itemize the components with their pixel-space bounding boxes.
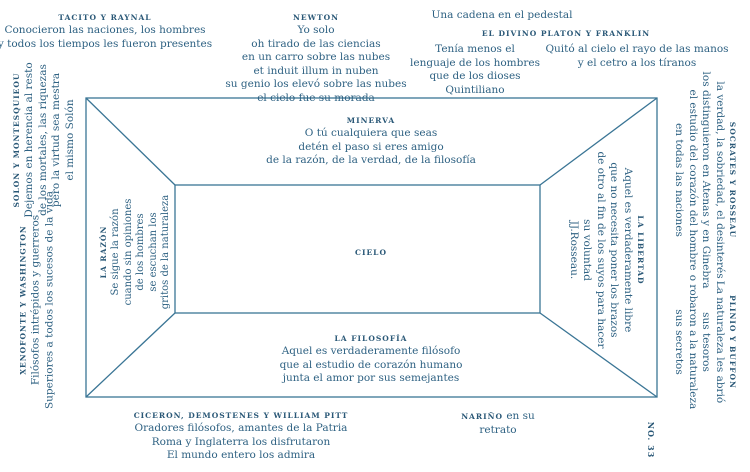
corner-line-br (539, 312, 658, 398)
tacito-block: TACITO Y RAYNAL Conocieron las naciones,… (0, 12, 212, 51)
cielo-label: CIELO (354, 248, 388, 257)
socrates-title: SOCRATES Y ROSSEAU (728, 121, 737, 239)
text-line: et induit illum in nuben (253, 64, 379, 77)
text-line: cuando sin opiniones (122, 198, 134, 306)
text-line: de otro al fin de los suyos para hacer (594, 151, 607, 349)
text-line: Filósofos intrépidos y guerreros (29, 214, 42, 386)
text-line: O tú cualquiera que seas (304, 127, 438, 139)
text-line: JJ.Rosseau. (567, 220, 580, 280)
text-line: en un carro sobre las nubes (241, 51, 391, 63)
plinio-block: PLINIO Y BUFFON La naturaleza les abrió … (672, 275, 738, 410)
text-line: El mundo entero los admira (166, 449, 316, 461)
text-line: de los hombres (134, 213, 146, 291)
text-line: el cielo fue su morada (257, 91, 375, 104)
text-line: Superiores a todos los sucesos de la vid… (43, 190, 55, 410)
text-line: detén el paso si eres amigo (298, 140, 444, 153)
text-line: el mismo Solón (63, 99, 76, 181)
text-line: su genio los elevó sobre las nubes (225, 78, 407, 90)
xenofonte-title: XENOFONTE Y WASHINGTON (18, 225, 28, 375)
text-line: junta el amor por sus semejantes (282, 372, 460, 384)
text-line: su voluntad (581, 219, 594, 281)
narino-block: NARIÑO en su retrato (461, 410, 535, 437)
razon-block: LA RAZÓN Se sigue la razón cuando sin op… (98, 195, 173, 310)
ciceron-title: CICERON, DEMOSTENES Y WILLIAM PITT (133, 411, 349, 420)
text-line: Conocieron las naciones, los hombres (4, 24, 206, 36)
page-number: NO. 33 (646, 421, 656, 459)
text-line: el estudio del corazón del hombre (687, 89, 699, 271)
text-line: Quintiliano (445, 83, 505, 96)
libertad-title: LA LIBERTAD (635, 215, 645, 285)
razon-title: LA RAZÓN (98, 225, 108, 279)
minerva-block: MINERVA O tú cualquiera que seas detén e… (266, 115, 476, 168)
platon-left-block: Tenía menos el lenguaje de los hombres q… (410, 43, 540, 97)
text-line: oh tirado de las ciencias (251, 37, 381, 50)
text-line: Se sigue la razón (109, 208, 121, 296)
tacito-title: TACITO Y RAYNAL (58, 13, 152, 22)
newton-block: NEWTON Yo solo oh tirado de las ciencias… (225, 12, 406, 105)
text-line: la verdad, la sobriedad, el desinterés (714, 81, 726, 279)
outer-frame (85, 97, 658, 398)
text-line: sus tesoros (700, 312, 713, 372)
corner-line-tr (539, 97, 658, 186)
plinio-title: PLINIO Y BUFFON (728, 295, 737, 389)
text-line: o robaron a la naturaleza (687, 274, 699, 410)
text-line: que de los dioses (429, 70, 521, 82)
text-line: que al estudio de corazón humano (279, 358, 463, 371)
text-line: Tenía menos el (435, 43, 515, 55)
narino-rest: en su (506, 410, 535, 422)
text-line: Oradores filósofos, amantes de la Patria (134, 422, 348, 434)
text-line: y el cetro a los tíranos (577, 56, 697, 69)
text-line: y todos los tiempos les fueron presentes (0, 37, 213, 50)
corner-line-bl (85, 312, 176, 398)
platon-title: EL DIVINO PLATON Y FRANKLIN (481, 29, 651, 38)
text-line: Quitó al cielo el rayo de las manos (545, 43, 729, 55)
text-line: que no necesita poner los brazos (608, 162, 621, 338)
text-line: lenguaje de los hombres (410, 56, 540, 69)
text-line: Roma y Inglaterra los disfrutaron (151, 435, 331, 448)
text-line: Yo solo (297, 24, 335, 36)
ciceron-block: CICERON, DEMOSTENES Y WILLIAM PITT Orado… (134, 410, 349, 463)
text-line: La naturaleza les abrió (714, 280, 726, 404)
socrates-block: SOCRATES Y ROSSEAU la verdad, la sobried… (672, 72, 738, 289)
newton-title: NEWTON (293, 13, 339, 22)
platon-right-block: Quitó al cielo el rayo de las manos y el… (545, 43, 728, 70)
corner-line-tl (85, 97, 176, 186)
filosofia-block: LA FILOSOFÍA Aquel es verdaderamente fil… (280, 333, 463, 386)
text-line: gritos de la naturaleza (159, 194, 171, 310)
text-line: Aquel es verdaderamente libre (621, 167, 634, 333)
cadena-note: Una cadena en el pedestal (431, 9, 573, 21)
narino-title: NARIÑO (461, 412, 503, 421)
xenofonte-block: XENOFONTE Y WASHINGTON Filósofos intrépi… (18, 191, 57, 409)
text-line: se escuchan los (147, 212, 159, 292)
text-line: en todas las naciones (673, 123, 686, 237)
minerva-title: MINERVA (346, 116, 396, 125)
libertad-block: LA LIBERTAD Aquel es verdaderamente libr… (566, 151, 646, 348)
filosofia-title: LA FILOSOFÍA (334, 334, 408, 343)
text-line: Aquel es verdaderamente filósofo (281, 345, 461, 357)
text-line: sus secretos (673, 309, 686, 375)
text-line: los distinguieron en Atenas y en Ginebra (700, 71, 713, 289)
inner-frame-cielo (174, 184, 541, 314)
text-line: retrato (479, 423, 517, 436)
text-line: de la razón, de la verdad, de la filosof… (266, 154, 476, 166)
